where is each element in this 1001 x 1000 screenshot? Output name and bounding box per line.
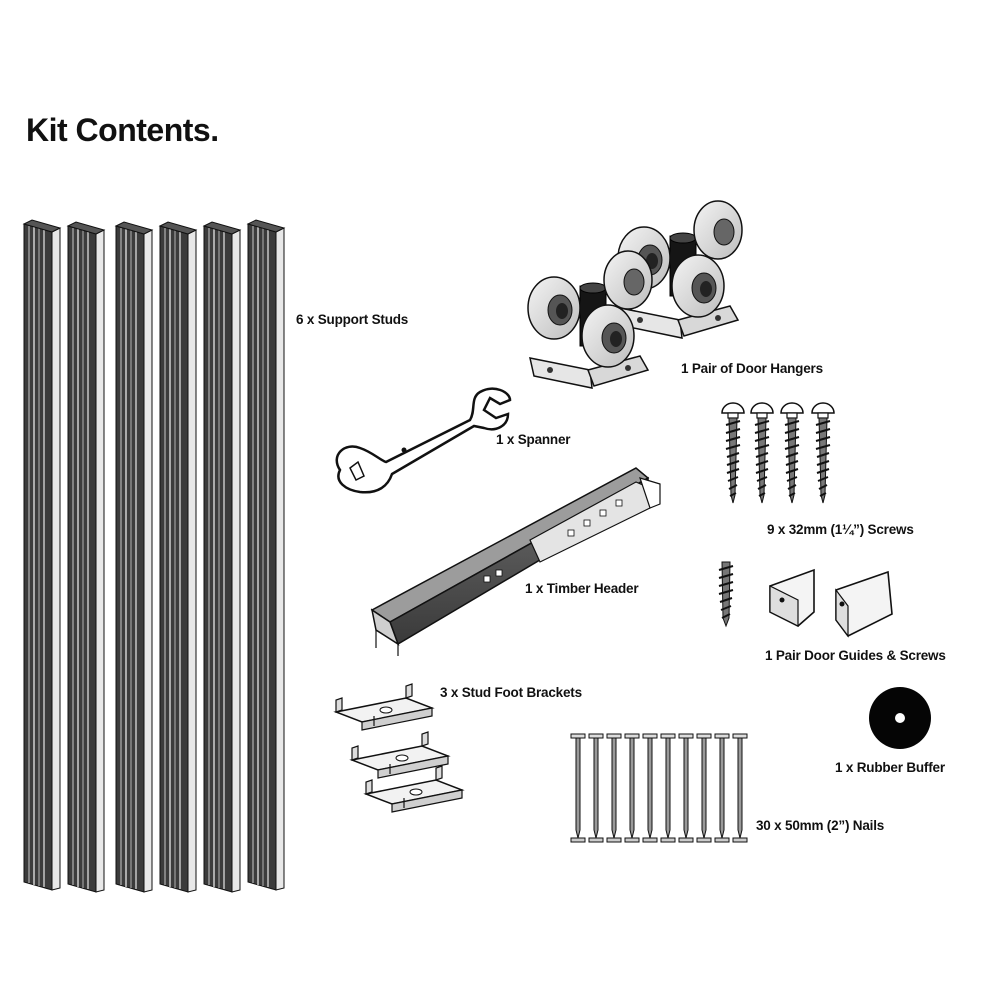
- door-hangers-illustration: [527, 200, 743, 389]
- stud-foot-brackets-label: 3 x Stud Foot Brackets: [440, 685, 582, 700]
- support-studs-label: 6 x Support Studs: [296, 312, 409, 327]
- rubber-buffer-label: 1 x Rubber Buffer: [835, 760, 945, 775]
- timber-header-label: 1 x Timber Header: [525, 581, 639, 596]
- screws-illustration: [721, 402, 835, 504]
- spanner-label: 1 x Spanner: [496, 432, 571, 447]
- support-studs-illustration: [23, 219, 285, 893]
- stud-foot-brackets-illustration: [335, 683, 463, 813]
- door-guides-illustration: [718, 561, 893, 638]
- screws-label: 9 x 32mm (1¼”) Screws: [767, 522, 914, 537]
- page-title: Kit Contents.: [26, 112, 219, 148]
- spanner-illustration: [335, 387, 512, 494]
- timber-header-illustration: [370, 467, 661, 656]
- door-guides-label: 1 Pair Door Guides & Screws: [765, 648, 946, 663]
- door-hangers-label: 1 Pair of Door Hangers: [681, 361, 823, 376]
- nails-label: 30 x 50mm (2”) Nails: [756, 818, 885, 833]
- nails-illustration: [570, 733, 748, 843]
- rubber-buffer-illustration: [869, 687, 931, 749]
